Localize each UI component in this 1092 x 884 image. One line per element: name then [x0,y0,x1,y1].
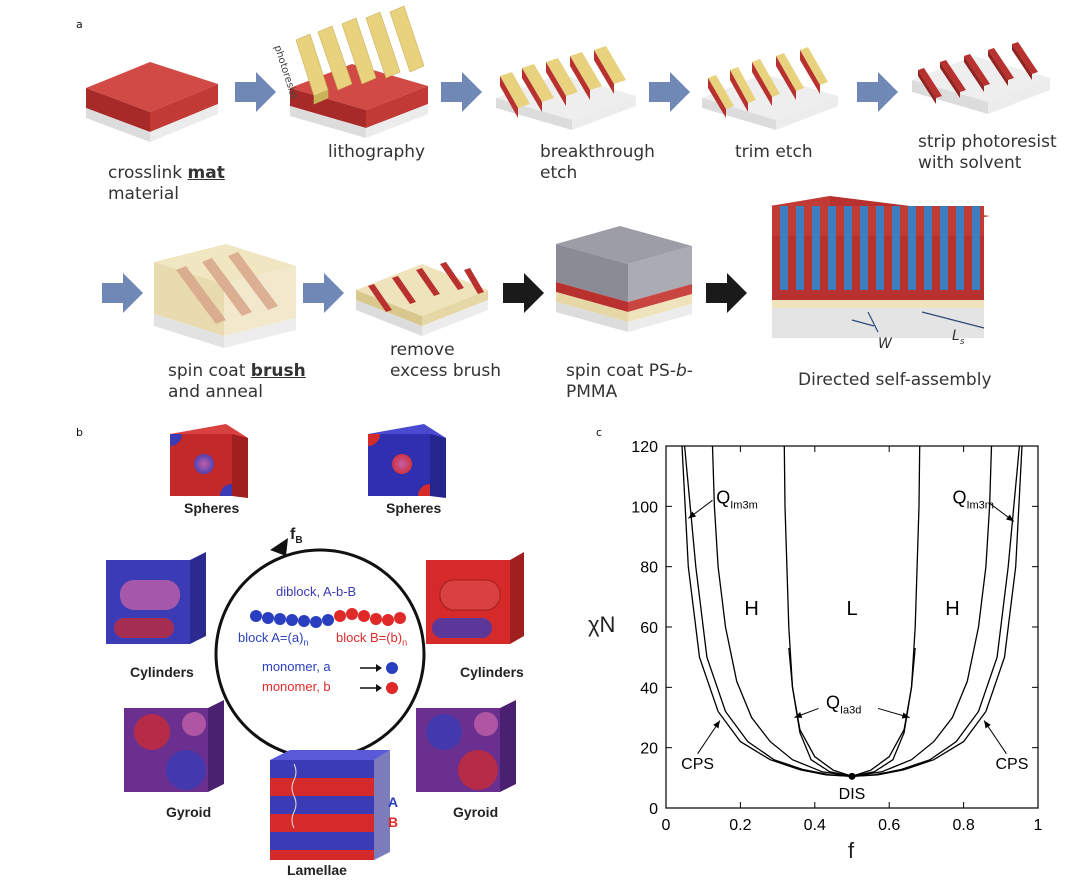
w-label: W [878,336,892,352]
step7-caption: remove excess brush [390,340,502,381]
lamellae-b-label: B [388,814,399,830]
ls-label: Ls [952,328,965,347]
block-b-label: block B=(b)n [336,630,408,648]
panel-c-letter: c [596,426,603,439]
step4-block [702,47,838,130]
x-tick-label: 0.2 [729,817,751,834]
y-tick-label: 0 [649,801,658,818]
x-tick-label: 1 [1034,817,1043,834]
dsa-front-stripes [772,236,984,290]
cube-spheres-left [170,424,248,498]
chart-xlabel: f [848,838,855,863]
phase-boundary-line [681,445,853,777]
q-ia3d-label: QIa3d [826,692,861,716]
monomer-b-label: monomer, b [262,679,331,694]
critical-point [848,772,856,780]
cps-pointer-right-head [984,720,991,729]
step5-caption: strip photoresist with solvent [918,132,1057,173]
cube-cylinders-right [426,552,524,644]
phase-boundary-line [788,648,853,777]
label-spheres-right: Spheres [386,500,442,516]
cps-pointer-left-head [713,720,720,729]
step9-caption: Directed self-assembly [798,370,992,390]
panel-a-letter: a [76,18,83,31]
diblock-label: diblock, A-b-B [276,584,357,599]
phase-boundary-line [851,445,1023,777]
q-im3m-pointer-right-head [1006,514,1014,522]
y-tick-label: 120 [631,439,658,456]
y-tick-label: 100 [631,499,658,516]
region-label-cps-right: CPS [996,756,1029,773]
x-tick-label: 0.6 [878,817,900,834]
step8-block [556,226,692,332]
phase-boundary-line [851,648,916,777]
panel-b-illustration [106,424,524,860]
step5-block [912,42,1050,114]
y-tick-label: 40 [640,680,658,697]
dashed-segment [914,626,920,652]
phase-boundary-line [783,445,853,777]
x-tick-label: 0.8 [952,817,974,834]
cube-gyroid-right [416,700,516,792]
diblock-chain [250,608,406,628]
step7-block [356,262,488,336]
step6-block [154,244,296,348]
fb-label: fB [290,526,303,547]
label-gyroid-right: Gyroid [453,804,499,820]
panel-a-illustration [86,5,1050,348]
process-arrow [102,72,898,313]
process-arrow-black [503,273,747,313]
step8-caption: spin coat PS-b- PMMA [566,361,693,402]
label-spheres-left: Spheres [184,500,240,516]
q-im3m-pointer-left-head [688,511,697,519]
label-gyroid-left: Gyroid [166,804,212,820]
lamellae-a-label: A [388,794,399,810]
region-label-dis: DIS [839,786,866,803]
step3-block [496,46,636,130]
block-a-label: block A=(a)n [238,630,309,648]
y-tick-label: 80 [640,560,658,577]
q-im3m-label-right: QIm3m [952,487,994,511]
y-tick-label: 20 [640,741,658,758]
step2-block [290,5,428,138]
step4-caption: trim etch [735,142,813,162]
label-cylinders-left: Cylinders [130,664,194,680]
region-label-cps-left: CPS [681,756,714,773]
step6-caption: spin coat brush and anneal [168,361,306,402]
cube-cylinders-left [106,552,206,644]
panel-b-letter: b [76,426,83,439]
cube-gyroid-left [124,700,224,792]
step1-caption: crosslink mat material [108,163,225,204]
monomer-a-arrow [360,662,398,674]
phase-boundary-line [683,445,853,777]
q-ia3d-pointer-left-head [794,711,803,718]
y-tick-label: 60 [640,620,658,637]
region-label-h-right: H [945,598,959,620]
step2-caption: lithography [328,142,426,162]
x-tick-label: 0.4 [804,817,826,834]
monomer-a-label: monomer, a [262,659,331,674]
cube-lamellae [270,750,390,860]
dashed-segment [784,626,790,652]
phase-boundary-line [851,445,993,777]
x-tick-label: 0 [662,817,671,834]
step9-block [770,196,990,338]
label-lamellae: Lamellae [287,862,347,878]
phase-boundary-line [851,445,921,777]
phase-boundary-line [851,445,1021,777]
q-im3m-label-left: QIm3m [716,487,758,511]
region-label-l: L [846,598,857,620]
step1-block [86,62,218,142]
q-ia3d-pointer-right-head [901,712,910,719]
step3-caption: breakthrough etch [540,142,655,183]
region-label-h-left: H [744,598,758,620]
label-cylinders-right: Cylinders [460,664,524,680]
phase-boundary-line [711,445,853,777]
monomer-b-arrow [360,682,398,694]
chart-ylabel: χN [588,612,616,637]
phase-cycle-circle [214,548,426,760]
cube-spheres-right [368,424,446,498]
cycle-arrowhead [270,538,288,556]
